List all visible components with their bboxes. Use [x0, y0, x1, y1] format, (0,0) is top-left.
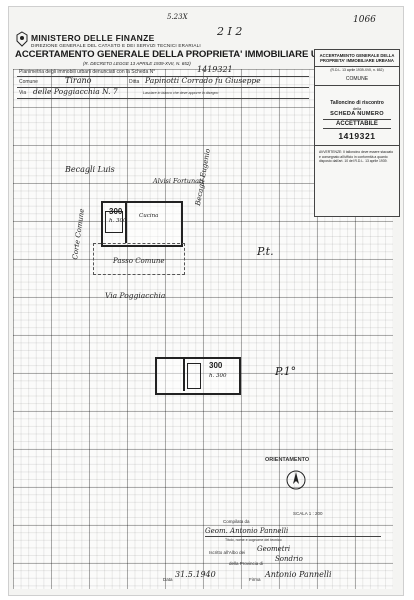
neighbor-top-2: Alvisi Fortunati: [153, 177, 204, 185]
scheda-number: 1419321: [197, 65, 233, 74]
planimetria-label: Planimetria degli immobili urbani denunc…: [19, 69, 156, 75]
receipt-title: ACCERTAMENTO GENERALE DELLA PROPRIETA' I…: [315, 50, 399, 68]
compilata-label: Compilata da: [223, 519, 250, 524]
receipt-avvertenze: AVVERTENZE: Il talloncino deve essere st…: [315, 145, 399, 163]
iscritto-value: Geometri: [257, 545, 291, 553]
room-height-1: h. 300: [109, 218, 127, 224]
receipt-scheda: SCHEDA NUMERO: [330, 111, 384, 118]
street-label: Via Poggiacchia: [105, 291, 166, 300]
firma-label: Firma: [249, 577, 261, 582]
direzione-line: DIREZIONE GENERALE DEL CATASTO E DEI SER…: [31, 43, 201, 48]
cadastral-sheet: 5.23X 2 I 2 1066 MINISTERO DELLE FINANZE…: [8, 6, 404, 596]
room-code-2: 300: [209, 361, 223, 370]
orientamento-label: ORIENTAMENTO: [265, 457, 310, 463]
ditta-value: Papinotti Corrado fu Giuseppe: [145, 76, 261, 85]
handwritten-ref: 5.23X: [167, 13, 188, 21]
receipt-comune: COMUNE: [315, 73, 399, 87]
ditta-label: Ditta: [129, 79, 140, 85]
state-emblem-icon: [16, 31, 28, 47]
ground-floor-plan: 300 h. 300 Cucina: [101, 201, 183, 247]
passage-outline: [93, 243, 185, 275]
data-value: 31.5.1940: [175, 570, 216, 579]
comune-value: Tirano: [65, 76, 92, 85]
first-floor-plan: 300 h. 300: [155, 357, 241, 395]
room-code-1: 300: [109, 207, 123, 216]
firma-value: Antonio Pannelli: [265, 570, 332, 579]
provincia-label: della Provincia di: [229, 561, 264, 566]
iscritto-label: Iscritto all'Albo dei: [209, 550, 246, 555]
ministry-name: MINISTERO DELLE FINANZE: [31, 33, 155, 43]
via-label: Via: [19, 90, 27, 96]
comune-label: Comune: [19, 79, 38, 85]
scala-label: SCALA 1 : 200: [293, 511, 323, 516]
floor-label-ground: P.t.: [257, 245, 274, 258]
receipt-stub: ACCERTAMENTO GENERALE DELLA PROPRIETA' I…: [314, 49, 400, 217]
compass-icon: [286, 470, 306, 490]
room-label-1: Cucina: [139, 213, 159, 219]
floor-label-first: P.1°: [275, 365, 297, 378]
tecnico-note: Titolo, nome e cognome del tecnico: [225, 538, 282, 542]
room-height-2: h. 300: [209, 373, 227, 379]
decreto-line: (R. DECRETO LEGGE 13 APRILE 1939-XVII, N…: [83, 61, 191, 66]
data-label: Data: [163, 577, 173, 582]
receipt-number: 1419321: [338, 131, 376, 142]
provincia-value: Sondrio: [275, 555, 303, 563]
via-value: delle Poggiacchia N. 7: [33, 87, 118, 96]
tecnico-name: Geom. Antonio Pannelli: [205, 527, 289, 535]
neighbor-top: Becagli Luis: [65, 165, 115, 174]
form-note: Lasciare in bianco che deve apporre in d…: [143, 91, 219, 95]
document-title: ACCERTAMENTO GENERALE DELLA PROPRIETA' I…: [15, 49, 352, 60]
receipt-accettabile: ACCETTABILE: [323, 119, 391, 130]
handwritten-number: 1066: [353, 15, 376, 25]
handwritten-mark: 2 I 2: [217, 25, 243, 38]
receipt-decreto: (R.D.L. 13 aprile 1939-XVII, n. 652): [330, 68, 384, 73]
receipt-talloncino: Talloncino di riscontro: [330, 100, 384, 107]
passage-label: Passo Comune: [113, 257, 165, 265]
receipt-della: della: [352, 106, 362, 112]
